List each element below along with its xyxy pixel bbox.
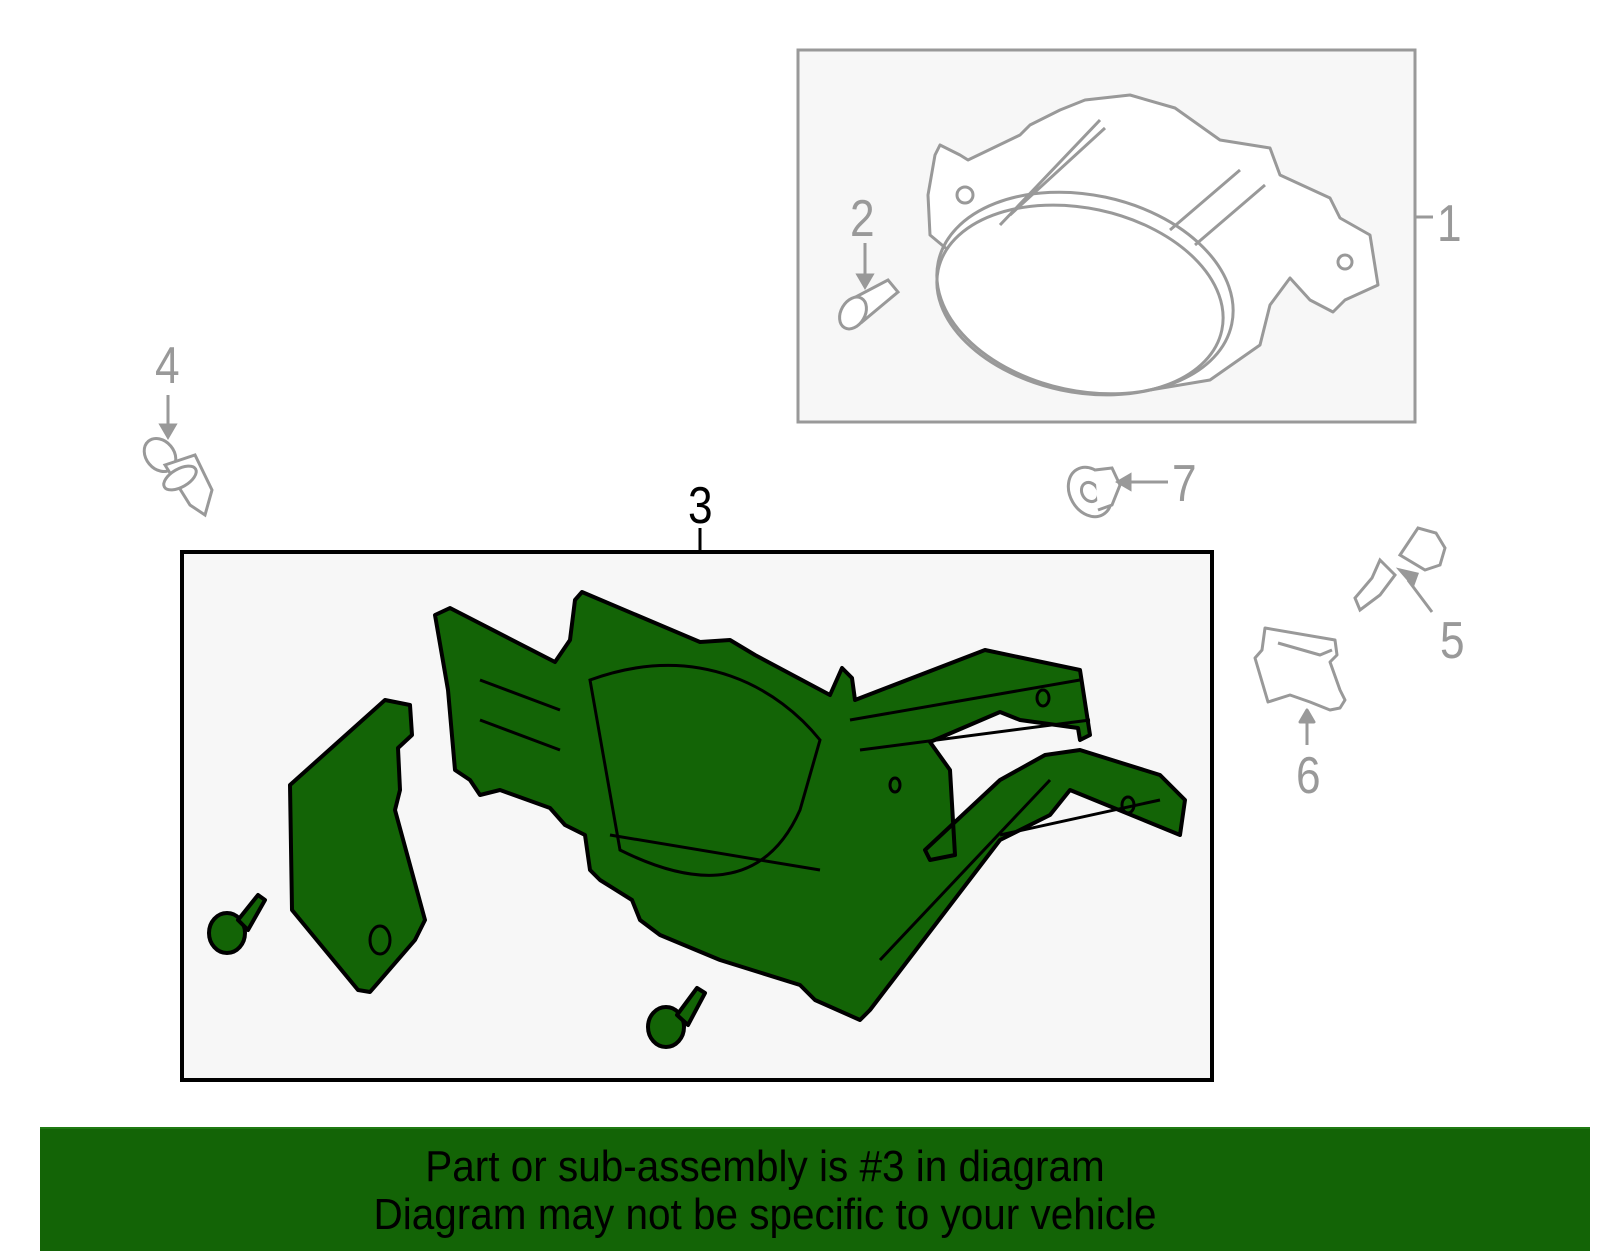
- nut-icon: [1066, 465, 1168, 519]
- bulb-icon: [838, 243, 901, 331]
- callout-1[interactable]: 1: [1437, 195, 1462, 253]
- banner-line-disclaimer: Diagram may not be specific to your vehi…: [373, 1190, 1157, 1239]
- retainer-clip-icon: [1253, 626, 1347, 745]
- callout-3[interactable]: 3: [688, 477, 713, 535]
- fog-lamp-icon: [926, 93, 1380, 397]
- push-clip-icon: [142, 395, 214, 518]
- bracket-assembly-icon: [207, 590, 1187, 1049]
- part-3-group: [180, 528, 1214, 1082]
- banner-line-part-number: Part or sub-assembly is #3 in diagram: [425, 1142, 1105, 1191]
- callout-7[interactable]: 7: [1172, 455, 1197, 513]
- callout-4[interactable]: 4: [155, 337, 180, 395]
- callout-5[interactable]: 5: [1440, 612, 1465, 670]
- callout-6[interactable]: 6: [1296, 747, 1321, 805]
- bolt-icon: [1353, 526, 1447, 613]
- part-1-group: [796, 48, 1433, 424]
- info-banner: Part or sub-assembly is #3 in diagram Di…: [40, 1127, 1590, 1251]
- callout-2[interactable]: 2: [850, 190, 875, 248]
